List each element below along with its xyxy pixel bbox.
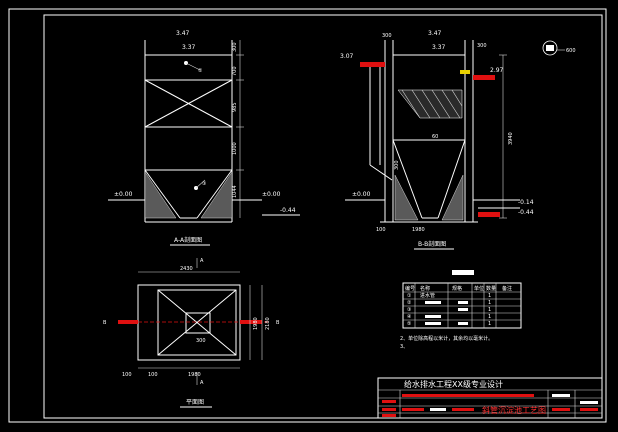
table-header-5: 备注 — [502, 285, 512, 292]
bottom-pipe — [478, 212, 500, 217]
section-a-level-top: 3.47 — [176, 30, 190, 37]
title-block — [377, 377, 603, 419]
plan-dim-top: 2430 — [180, 266, 193, 272]
section-b-dim-bottom-1: 100 — [376, 227, 386, 233]
title-block-project: 给水排水工程XX级专业设计 — [404, 379, 503, 389]
section-b-callout-scale: 600 — [566, 48, 576, 54]
notes-line-1: 2、单位除高程以米计，其余均以毫米计。 — [400, 335, 493, 342]
title-block-drawing-name: 斜管沉淀池工艺图 — [482, 405, 546, 415]
section-b-level-inlet: 3.07 — [340, 53, 354, 60]
section-a-level-water: 3.37 — [182, 44, 196, 51]
detail-callout-symbol — [542, 40, 558, 56]
plan-dim-bottom-3: 100 — [148, 372, 158, 378]
inner-border — [43, 14, 603, 419]
table-row-3-id: ④ — [407, 314, 412, 320]
section-b-dim-top-1: 300 — [382, 33, 392, 39]
table-row-0-id: ① — [407, 293, 412, 299]
section-b-level-outlet: 2.97 — [490, 67, 504, 74]
section-a-level-ground-right: ±0.00 — [262, 191, 281, 198]
section-a-dim-5: 1044 — [232, 185, 238, 198]
section-a-level-ground-left: ±0.00 — [114, 191, 133, 198]
section-b-dim-height: 3940 — [508, 132, 514, 145]
section-a-level-bottom: -0.44 — [280, 207, 296, 214]
section-b-b — [345, 40, 565, 223]
concrete-fill-right — [200, 171, 233, 219]
section-a-dim-2: 700 — [232, 66, 238, 76]
notes-line-2: 3、 — [400, 344, 408, 350]
table-header-3: 单位 — [474, 285, 484, 292]
plan-dim-center: 300 — [196, 338, 206, 344]
section-b-dim-pipe: 300 — [394, 160, 400, 170]
table-row-3-qty: 1 — [488, 314, 491, 320]
section-b-level-top: 3.47 — [428, 30, 442, 37]
outer-border — [8, 8, 607, 423]
section-b-dim-top-2: 300 — [477, 43, 487, 49]
section-a-callout-1: ② — [198, 68, 203, 74]
plan-dim-right-1: 1980 — [253, 317, 259, 330]
table-row-0-qty: 1 — [488, 293, 491, 299]
table-row-1-id: ② — [407, 300, 412, 306]
sludge-hopper-fill-right — [441, 174, 464, 221]
table-header-2: 规格 — [452, 285, 462, 292]
section-b-level-water: 3.37 — [432, 44, 446, 51]
section-a-dim-3: 985 — [232, 102, 238, 112]
section-b-level-bottom-b: -0.44 — [518, 209, 534, 216]
table-row-4-qty: 1 — [488, 321, 491, 327]
plan-marker-a-bottom: A — [200, 380, 204, 386]
table-row-1-qty: 1 — [488, 300, 491, 306]
section-b-title: B-B剖面图 — [418, 240, 446, 248]
section-a-callout-2: ③ — [202, 181, 206, 187]
plan-marker-a-top: A — [200, 258, 204, 264]
section-a-a — [108, 40, 300, 223]
section-b-level-bottom-a: -0.14 — [518, 199, 534, 206]
table-row-0-name: 进水管 — [420, 292, 435, 299]
table-row-2-qty: 1 — [488, 307, 491, 313]
outlet-pipe — [473, 75, 495, 80]
plan-marker-b-right: B — [276, 320, 280, 326]
sludge-hopper-fill-left — [394, 174, 419, 221]
section-a-dim-1: 300 — [232, 42, 238, 52]
table-row-4-id: ⑤ — [407, 321, 411, 327]
plan-view — [118, 258, 270, 385]
section-a-dim-4: 1000 — [232, 142, 238, 155]
table-header-1: 名称 — [420, 285, 430, 292]
plan-marker-b-left: B — [103, 320, 107, 326]
table-row-2-id: ③ — [407, 307, 411, 313]
section-b-level-ground: ±0.00 — [352, 191, 371, 198]
plan-dim-bottom-1: 100 — [122, 372, 132, 378]
section-a-title: A-A剖面图 — [174, 236, 202, 244]
materials-table — [402, 270, 522, 329]
inlet-pipe — [360, 62, 385, 67]
table-header-0: 编号 — [405, 285, 415, 292]
plan-dim-bottom-2: 1980 — [188, 372, 201, 378]
plan-dim-right-2: 2180 — [265, 317, 271, 330]
concrete-fill-left — [144, 171, 177, 219]
table-header-4: 数量 — [486, 285, 496, 292]
inclined-tube-pack — [397, 89, 463, 119]
section-b-dim-bottom-2: 1980 — [412, 227, 425, 233]
section-b-dim-inner: 60 — [432, 134, 438, 140]
plan-title: 平面图 — [186, 399, 204, 406]
